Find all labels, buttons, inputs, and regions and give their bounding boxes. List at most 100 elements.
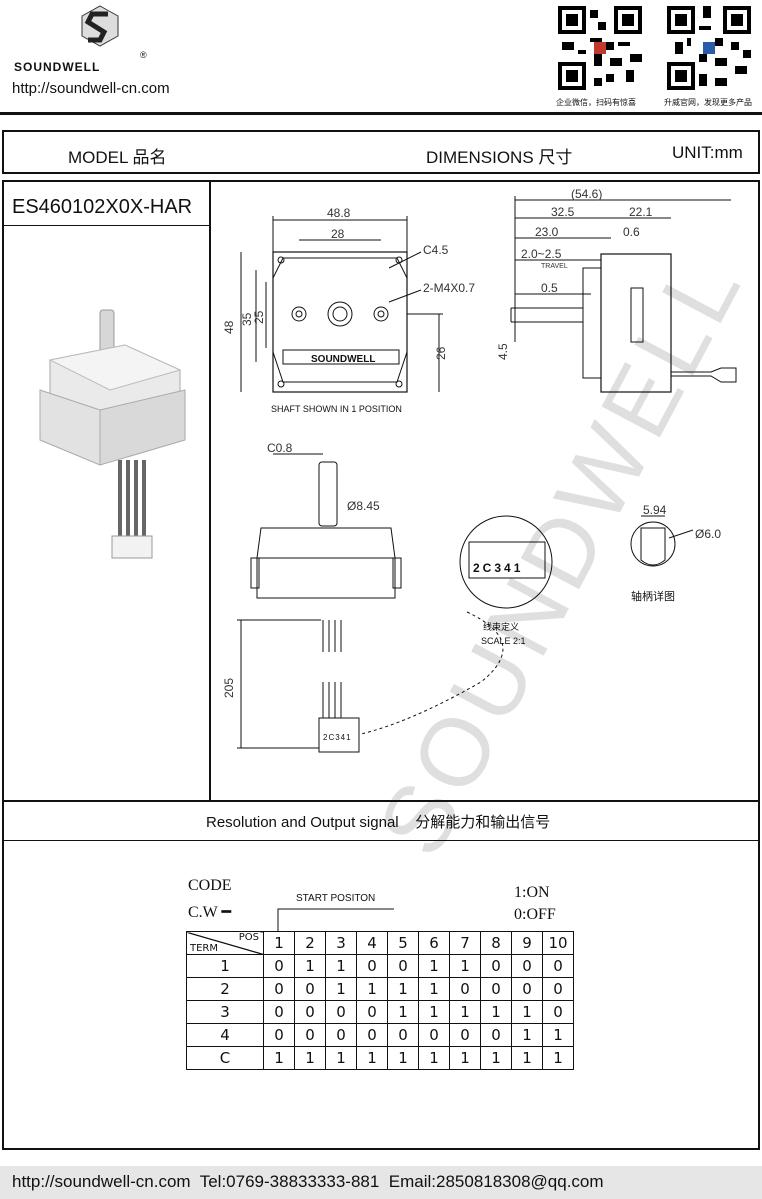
term-cell: 1 [186,954,264,978]
dim-cable-length: 205 [222,678,236,698]
position-header: 4 [356,931,388,955]
dim-side-45: 4.5 [496,343,510,360]
signal-cell: 1 [449,1000,481,1024]
signal-cell: 0 [449,977,481,1001]
signal-cell: 0 [418,1023,450,1047]
dim-side-05: 0.5 [541,281,558,295]
term-cell: C [186,1046,264,1070]
signal-cell: 0 [356,954,388,978]
signal-cell: 0 [542,977,574,1001]
product-photo [39,309,186,559]
term-cell: 2 [186,977,264,1001]
signal-cell: 1 [418,954,450,978]
dim-shaft-chamfer: C0.8 [267,441,293,455]
dim-front-25: 25 [252,310,266,324]
dim-front-26: 26 [434,346,448,360]
signal-cell: 1 [356,1046,388,1070]
signal-cell: 0 [263,1000,295,1024]
signal-cell: 1 [387,1046,419,1070]
dim-front-width: 48.8 [327,206,351,220]
shaft-caption: 轴柄详图 [631,589,675,603]
signal-cell: 1 [294,1046,326,1070]
signal-cell: 1 [387,1000,419,1024]
dim-side-06: 0.6 [623,225,640,239]
qr-caption-website: 升威官网，发现更多产品 [664,98,752,107]
pos-header: POS [238,932,259,943]
signal-cell: 1 [418,977,450,1001]
signal-cell: 0 [294,977,326,1001]
signal-cell: 0 [449,1023,481,1047]
position-header: 3 [325,931,357,955]
cw-label: C.W ━ [188,904,232,921]
signal-cell: 0 [294,1000,326,1024]
brand-logo [81,5,119,47]
dim-shaft-diameter: Ø6.0 [695,527,721,541]
scale-label: SCALE 2:1 [481,636,526,646]
header-divider [0,112,762,115]
resolution-title: Resolution and Output signal 分解能力和输出信号 [206,814,551,831]
position-header: 10 [542,931,574,955]
signal-cell: 0 [325,1023,357,1047]
start-position-label: START POSITON [296,893,376,904]
site-url[interactable]: http://soundwell-cn.com [12,80,170,97]
cw-arrow: ━ [217,904,232,921]
signal-cell: 1 [449,954,481,978]
connector-pins-large: 2C341 [473,561,523,575]
dim-chamfer: C4.5 [423,243,449,257]
position-header: 2 [294,931,326,955]
signal-cell: 0 [480,954,512,978]
signal-cell: 1 [325,1046,357,1070]
off-legend: 0:OFF [514,906,556,923]
side-view [510,196,737,393]
code-label: CODE [188,877,232,894]
signal-cell: 0 [542,1000,574,1024]
dim-side-23: 23.0 [535,225,559,239]
brand-name: SOUNDWELL [14,60,101,74]
signal-cell: 1 [542,1046,574,1070]
signal-cell: 1 [511,1046,543,1070]
model-label: MODEL 品名 [68,148,167,167]
signal-cell: 0 [542,954,574,978]
dimensions-label: DIMENSIONS 尺寸 [426,148,573,167]
signal-cell: 0 [480,1023,512,1047]
signal-cell: 1 [356,977,388,1001]
dim-front-35: 35 [240,312,254,326]
position-header: 5 [387,931,419,955]
dim-shaft-dia: Ø8.45 [347,499,380,513]
title-row [2,130,760,174]
front-view [240,216,443,393]
qr-code-website [667,6,751,90]
position-header: 1 [263,931,295,955]
section-divider-top [2,800,760,802]
position-header: 6 [418,931,450,955]
position-header: 8 [480,931,512,955]
travel-label: TRAVEL [541,263,568,270]
part-number: ES460102X0X-HAR [12,196,193,218]
on-legend: 1:ON [514,884,550,901]
signal-cell: 1 [294,954,326,978]
qr-code-wechat [558,6,642,90]
technical-drawing: 48.8 28 C4.5 2-M4X0.7 48 35 25 26 SOUNDW… [222,187,737,753]
dim-side-22: 22.1 [629,205,653,219]
connector-pins-small: 2C341 [323,733,352,742]
signal-cell: 0 [511,954,543,978]
signal-cell: 1 [418,1046,450,1070]
footer-bar [0,1166,762,1199]
signal-cell: 1 [480,1000,512,1024]
signal-cell: 0 [480,977,512,1001]
signal-cell: 1 [325,954,357,978]
dim-front-height: 48 [222,320,236,334]
section-divider-bottom [2,840,760,841]
shaft-detail [630,515,694,567]
signal-cell: 1 [325,977,357,1001]
signal-cell: 1 [480,1046,512,1070]
signal-cell: 0 [356,1023,388,1047]
front-caption: SHAFT SHOWN IN 1 POSITION [271,404,402,414]
